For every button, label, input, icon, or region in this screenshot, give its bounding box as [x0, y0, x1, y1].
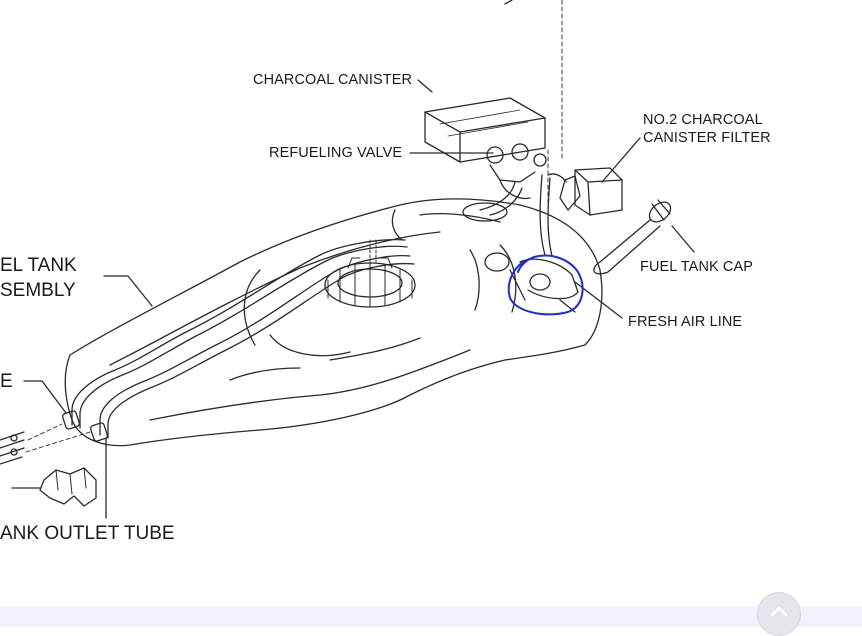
top-leader — [504, 0, 513, 5]
label-no2-filter-line1: NO.2 CHARCOAL — [643, 112, 763, 128]
label-no2-filter-line2: CANISTER FILTER — [643, 130, 771, 146]
charcoal-canister — [424, 97, 547, 200]
fuel-tank-body — [64, 198, 603, 447]
annotation-circle — [507, 254, 584, 316]
label-refueling-valve: REFUELING VALVE — [269, 145, 403, 161]
bottom-toolbar — [0, 606, 862, 627]
fuel-tank-diagram — [0, 0, 695, 519]
fuel-pump-ring — [324, 257, 416, 308]
label-fuel-tank-assembly-line2: SEMBLY — [0, 280, 76, 301]
refueling-valve-port — [462, 202, 508, 222]
fuel-line-clip — [11, 467, 97, 507]
label-left-partial: E — [0, 371, 13, 392]
leader-fuel-tank-cap — [671, 225, 695, 253]
fresh-air-line-part — [484, 252, 579, 313]
outlet-fittings — [0, 410, 108, 465]
label-fresh-air-line: FRESH AIR LINE — [628, 314, 743, 330]
chevron-up-icon — [770, 606, 788, 617]
label-charcoal-canister: CHARCOAL CANISTER — [253, 72, 413, 88]
fuel-tank-cap — [593, 199, 672, 275]
refueling-valve-hose — [479, 181, 523, 216]
leader-no2-filter — [601, 137, 641, 183]
no2-canister-filter — [547, 167, 623, 216]
leader-left-part — [23, 380, 67, 414]
leader-charcoal-canister — [417, 79, 433, 93]
vent-hose — [539, 174, 553, 257]
label-fuel-tank-cap: FUEL TANK CAP — [640, 259, 754, 275]
fuel-lines — [71, 239, 415, 439]
label-outlet-tube: ANK OUTLET TUBE — [0, 523, 175, 544]
leader-fuel-tank-assembly — [103, 275, 153, 307]
label-fuel-tank-assembly-line1: EL TANK — [0, 255, 77, 276]
scroll-to-top-button[interactable] — [757, 592, 801, 636]
